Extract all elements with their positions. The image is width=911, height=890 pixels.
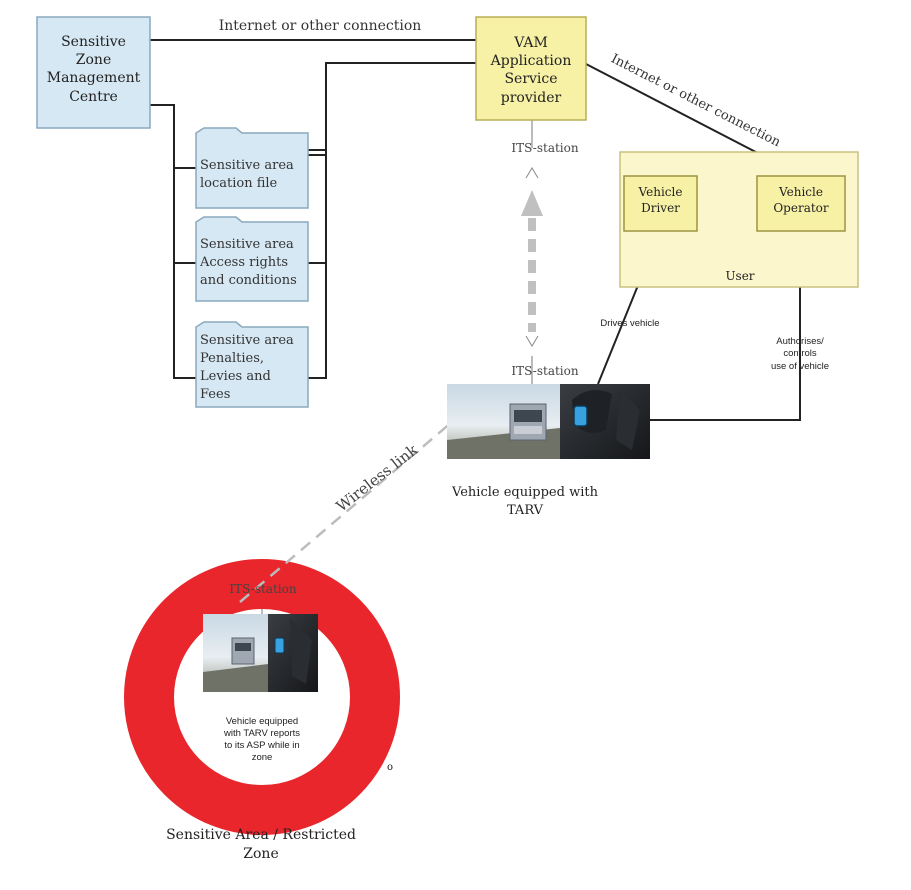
user-label: User <box>725 269 755 283</box>
operator-authorise-line <box>650 231 801 421</box>
vehicle-its-station-label: ITS-station <box>511 364 579 378</box>
zone-caption: Sensitive Area / Restricted Zone <box>166 827 356 863</box>
driver-label: Vehicle Driver <box>638 185 683 215</box>
authorises-label: Authorises/ controls use of vehicle <box>770 336 830 372</box>
szmc-label: Sensitive Zone Management Centre <box>46 34 141 105</box>
open-arrow-top <box>525 167 539 179</box>
its-station-link-arrow <box>521 167 543 347</box>
szmc-file-bus-line <box>150 104 196 379</box>
asp-its-station-label: ITS-station <box>511 141 579 155</box>
access-file-box <box>195 216 309 302</box>
zone-vehicle-photo <box>203 614 318 692</box>
operator-label: Vehicle Operator <box>773 185 829 215</box>
location-file-box <box>195 127 309 209</box>
zone-inner-caption: Vehicle equipped with TARV reports to it… <box>223 716 301 763</box>
access-file-label: Sensitive area Access rights and conditi… <box>200 237 297 288</box>
connector-lines <box>150 39 801 421</box>
stray-mark: o <box>386 762 394 773</box>
vam-label: VAM Application Service provider <box>490 35 572 106</box>
vam-box <box>475 16 587 121</box>
vehicle-caption: Vehicle equipped with TARV <box>452 485 598 518</box>
file-right-bus <box>308 150 327 379</box>
wireless-link-label: Wireless link <box>333 440 422 515</box>
zone-its-station-label: ITS-station <box>229 582 297 596</box>
driver-box <box>623 175 698 232</box>
szmc-box <box>36 16 151 129</box>
arrowhead-up <box>521 190 543 216</box>
drives-vehicle-label: Drives vehicle <box>600 318 660 329</box>
location-file-label: Sensitive area location file <box>200 158 294 191</box>
open-arrow-bottom <box>525 335 539 347</box>
vehicle-photo <box>447 384 650 459</box>
operator-box <box>756 175 846 232</box>
penalties-file-box <box>195 321 309 408</box>
diag-connection-label: Internet or other connection <box>608 51 783 150</box>
penalties-file-label: Sensitive area Penalties, Levies and Fee… <box>200 333 294 402</box>
file-bus-to-vam-line <box>308 62 476 156</box>
top-connection-label: Internet or other connection <box>218 18 422 34</box>
